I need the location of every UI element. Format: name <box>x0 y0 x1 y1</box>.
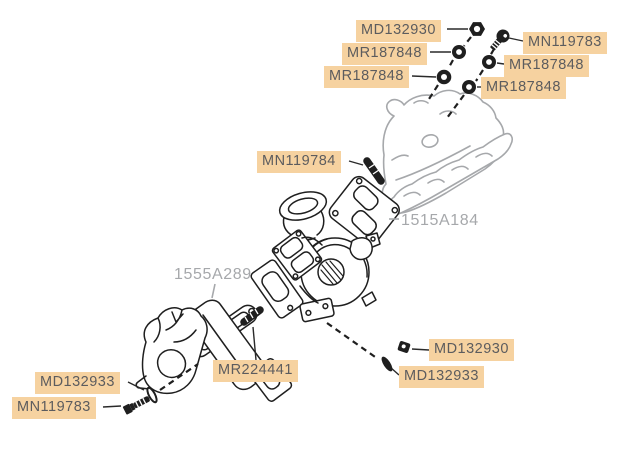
nut-icon-bottom <box>397 341 411 353</box>
manifold-gasket-drawing <box>328 175 400 247</box>
exhaust-outlet-fitting-drawing <box>135 299 293 402</box>
part-label-mr187848-b[interactable]: MR187848 <box>504 55 589 77</box>
turbocharger-drawing <box>250 191 381 323</box>
part-label-mn119783-top[interactable]: MN119783 <box>523 32 607 54</box>
flange-bolt-icon-top <box>490 29 510 51</box>
exhaust-manifold-drawing <box>381 89 513 215</box>
part-label-mn119783-bottom[interactable]: MN119783 <box>12 397 96 419</box>
part-label-md132930-bottom[interactable]: MD132930 <box>429 339 514 361</box>
washer-icon-b <box>482 55 496 69</box>
washer-icon-d <box>462 80 476 94</box>
part-label-mr187848-a[interactable]: MR187848 <box>342 43 427 65</box>
part-label-mr187848-d[interactable]: MR187848 <box>481 77 566 99</box>
part-label-md132933-right[interactable]: MD132933 <box>399 366 484 388</box>
assembly-dashed-lines <box>159 36 495 391</box>
nut-icon-top <box>469 22 485 36</box>
washer-icon-bottom-left <box>146 386 158 404</box>
stud-icon-lower <box>240 306 264 326</box>
part-label-mr224441[interactable]: MR224441 <box>213 360 298 382</box>
part-label-md132930-top[interactable]: MD132930 <box>356 20 441 42</box>
part-label-md132933-left[interactable]: MD132933 <box>35 372 120 394</box>
part-label-mn119784[interactable]: MN119784 <box>257 151 341 173</box>
washer-icon-c <box>436 69 452 85</box>
washer-icon-bottom-right <box>381 356 393 372</box>
leader-lines <box>102 28 524 408</box>
washer-icon-a <box>452 45 466 59</box>
stud-icon-upper <box>363 157 385 185</box>
part-ref-1515a184: 1515A184 <box>401 212 479 229</box>
part-ref-1555a289: 1555A289 <box>174 266 252 283</box>
part-label-mr187848-c[interactable]: MR187848 <box>324 66 409 88</box>
hardware-icons <box>122 22 510 415</box>
hex-bolt-icon-bottom <box>122 396 150 415</box>
